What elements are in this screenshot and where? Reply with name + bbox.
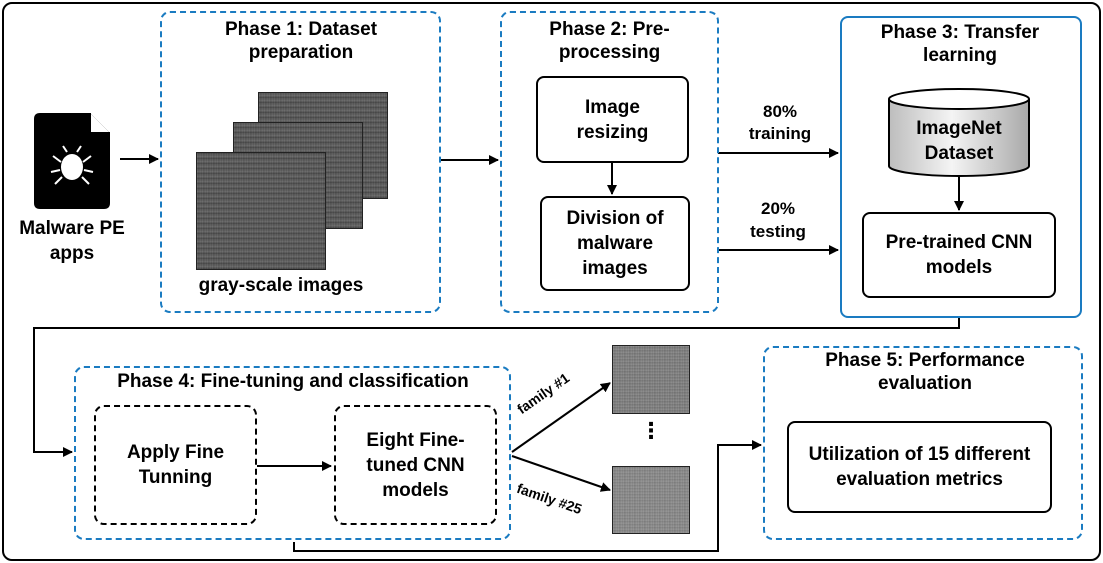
family-ellipsis: ⋮ [640, 418, 662, 443]
phase1-title: Phase 1: Dataset preparation [224, 19, 378, 63]
malware-app-label: Malware PE apps [19, 218, 125, 264]
arrow-phase3-to-phase4 [33, 317, 960, 457]
division-label: Division of malware images [566, 208, 664, 279]
phase3-title: Phase 3: Transfer learning [880, 22, 1040, 66]
grayscale-image-front [196, 152, 326, 270]
testing-pct: 20% [760, 199, 796, 218]
phase4-box [74, 366, 511, 540]
arrow-family-25 [511, 455, 611, 492]
phase2-box [500, 11, 719, 313]
evaluation-metrics-box: Utilization of 15 different evaluation m… [787, 421, 1052, 513]
arrow-phase4-to-phase5 [293, 440, 762, 552]
phase3-box [840, 16, 1082, 318]
training-pct: 80% [762, 102, 798, 121]
division-box: Division of malware images [540, 196, 690, 291]
phase5-title: Phase 5: Performance evaluation [825, 350, 1025, 394]
phase1-caption: gray-scale images [198, 275, 364, 296]
fine-tuned-models-box: Eight Fine-tuned CNN models [334, 405, 497, 525]
fine-tuned-models-label: Eight Fine-tuned CNN models [366, 429, 465, 501]
family-25-image [612, 466, 690, 534]
image-resizing-label: Image resizing [576, 96, 649, 143]
evaluation-metrics-label: Utilization of 15 different evaluation m… [808, 444, 1031, 490]
arrow-family-1 [511, 382, 611, 453]
pretrained-cnn-label: Pre-trained CNN models [885, 232, 1033, 278]
apply-fine-tuning-box: Apply Fine Tunning [94, 405, 257, 525]
phase1-box [160, 11, 441, 313]
imagenet-label: ImageNet Dataset [916, 118, 1002, 164]
family-1-image [612, 345, 690, 414]
phase2-title: Phase 2: Pre-processing [549, 19, 670, 63]
phase4-title: Phase 4: Fine-tuning and classification [117, 371, 469, 392]
image-resizing-box: Image resizing [536, 76, 689, 163]
pretrained-cnn-box: Pre-trained CNN models [862, 212, 1056, 298]
testing-label: testing [750, 222, 806, 241]
apply-fine-tuning-label: Apply Fine Tunning [126, 442, 225, 488]
phase5-box [763, 346, 1083, 540]
bug-icon [50, 145, 94, 185]
training-label: training [748, 124, 812, 143]
